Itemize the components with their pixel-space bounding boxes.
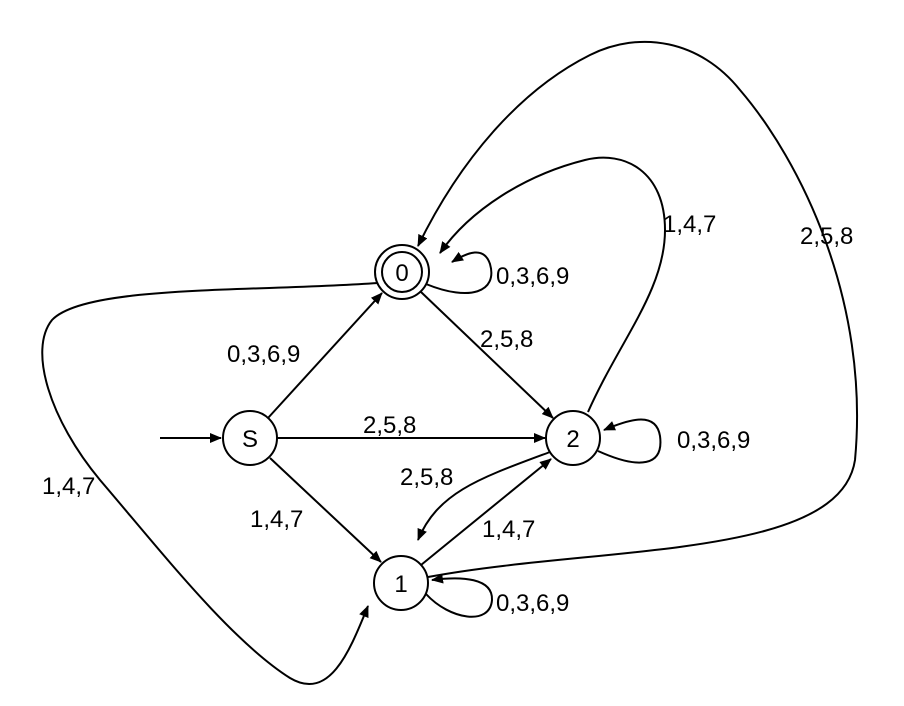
label-1-to-0: 2,5,8 — [800, 223, 853, 250]
edge-s-to-0 — [267, 292, 383, 419]
state-2: 2 — [545, 410, 601, 466]
edge-2-loop — [597, 418, 662, 464]
state-0-accepting: 0 — [374, 244, 430, 300]
label-s-to-0: 0,3,6,9 — [227, 341, 300, 368]
edge-2-to-0 — [439, 156, 667, 413]
label-2-to-0: 1,4,7 — [663, 211, 716, 238]
edge-2-to-1 — [417, 451, 551, 541]
label-0-loop: 0,3,6,9 — [496, 263, 569, 290]
edge-s-to-1 — [269, 457, 382, 563]
label-0-to-1: 1,4,7 — [42, 473, 95, 500]
edge-1-to-2 — [420, 458, 552, 566]
state-start: S — [222, 410, 278, 466]
edge-0-to-2 — [420, 291, 554, 419]
state-label: 1 — [394, 571, 407, 598]
state-1: 1 — [373, 555, 429, 611]
edge-1-to-0 — [417, 40, 859, 578]
edge-0-to-1 — [41, 282, 379, 685]
label-0-to-2: 2,5,8 — [480, 326, 533, 353]
state-label: 2 — [566, 426, 579, 453]
label-1-to-2: 1,4,7 — [482, 516, 535, 543]
state-label: 0 — [395, 260, 408, 287]
state-label: S — [242, 426, 258, 453]
label-s-to-2: 2,5,8 — [363, 412, 416, 439]
label-1-loop: 0,3,6,9 — [496, 590, 569, 617]
label-s-to-1: 1,4,7 — [250, 506, 303, 533]
label-2-loop: 0,3,6,9 — [677, 427, 750, 454]
label-2-to-1: 2,5,8 — [400, 464, 453, 491]
edge-1-loop — [425, 573, 494, 618]
edge-0-loop — [425, 251, 493, 295]
